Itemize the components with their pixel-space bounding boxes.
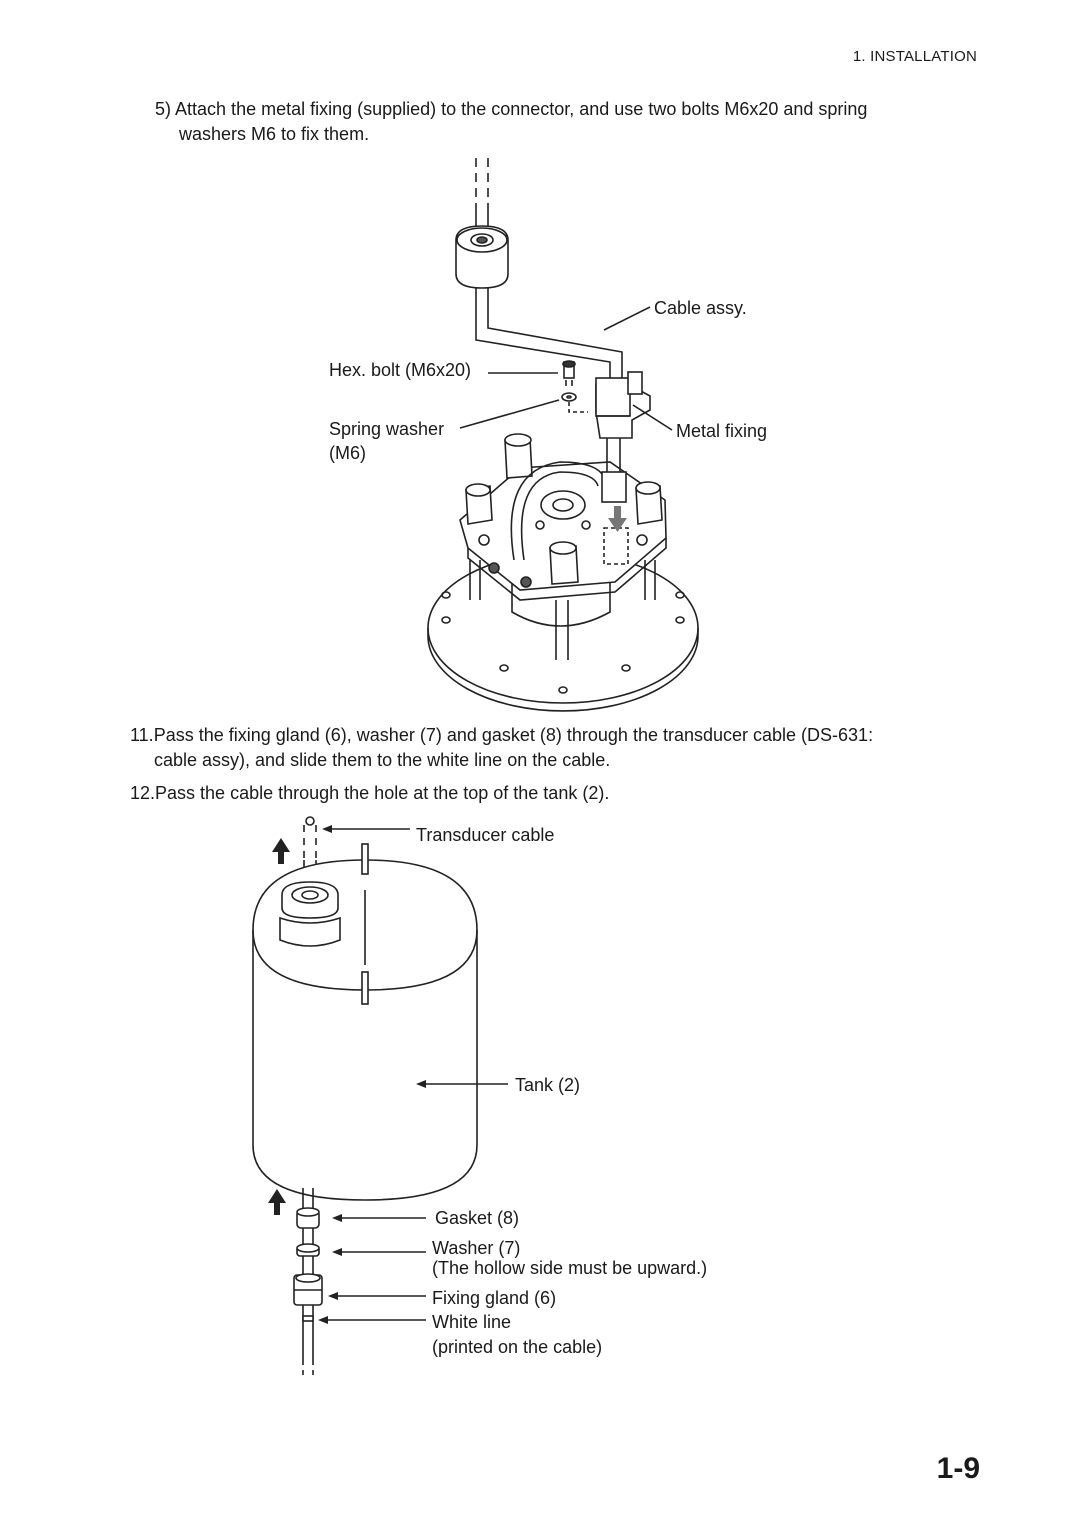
section-header: 1. INSTALLATION [852, 48, 977, 65]
step-5: 5) Attach the metal fixing (supplied) to… [155, 97, 975, 147]
label-metal-fixing: Metal fixing [676, 421, 767, 441]
step-text-line1: Attach the metal fixing (supplied) to th… [175, 99, 868, 119]
up-arrow-icon [268, 1189, 286, 1215]
label-tank: Tank (2) [515, 1075, 580, 1095]
step-text-line1: Pass the fixing gland (6), washer (7) an… [153, 725, 874, 745]
step-text-line1: Pass the cable through the hole at the t… [155, 783, 610, 803]
step-text-line2: cable assy), and slide them to the white… [154, 750, 611, 770]
down-arrow-icon [608, 506, 627, 532]
label-gasket: Gasket (8) [435, 1208, 519, 1228]
step-number: 11. [130, 725, 154, 745]
step-number: 12. [130, 783, 156, 803]
step-11: 11.Pass the fixing gland (6), washer (7)… [130, 723, 970, 773]
label-spring-washer: Spring washer [329, 419, 444, 439]
label-washer: Washer (7) [432, 1238, 520, 1258]
label-spring-washer-size: (M6) [329, 443, 366, 463]
label-hex-bolt: Hex. bolt (M6x20) [329, 360, 471, 380]
label-washer-note: (The hollow side must be upward.) [432, 1258, 707, 1278]
label-cable-assy: Cable assy. [654, 298, 747, 318]
label-white-line: White line [432, 1312, 511, 1332]
label-white-line-note: (printed on the cable) [432, 1337, 602, 1357]
label-transducer-cable: Transducer cable [416, 825, 554, 845]
page-number: 1-9 [936, 1452, 980, 1485]
up-arrow-icon [272, 838, 290, 864]
step-text-line2: washers M6 to fix them. [179, 124, 370, 144]
step-number: 5) [155, 99, 172, 119]
label-fixing-gland: Fixing gland (6) [432, 1288, 556, 1308]
step-12: 12.Pass the cable through the hole at th… [130, 781, 970, 806]
